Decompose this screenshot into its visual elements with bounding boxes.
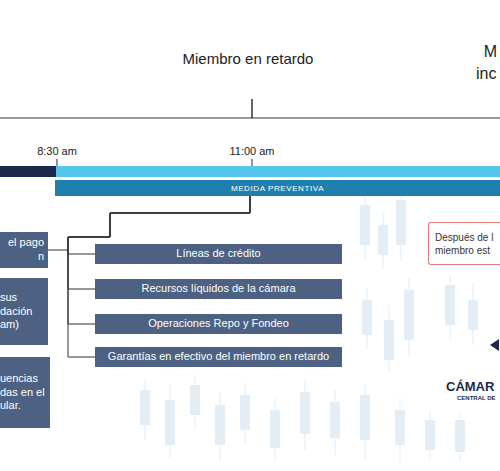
candle-body	[360, 205, 370, 245]
spacer	[0, 273, 48, 274]
time-label: 8:30 am	[37, 145, 77, 157]
candle-body	[404, 290, 414, 340]
candle-body	[240, 395, 250, 430]
timeline-bar-dark	[0, 166, 56, 177]
timeline-label: Miembro en retardo	[183, 50, 314, 67]
resource-box: Recursos líquidos de la cámara	[95, 279, 342, 299]
timeline-axis	[0, 118, 500, 119]
candle-body	[455, 420, 465, 452]
node-text: Después de l miembro est	[435, 231, 498, 257]
candle-body	[396, 200, 406, 245]
resource-box: Garantías en efectivo del miembro en ret…	[95, 347, 342, 367]
time-tick	[252, 159, 253, 166]
node-text: Líneas de crédito	[176, 247, 260, 261]
candle-body	[300, 392, 310, 434]
arrow-icon	[490, 339, 499, 351]
process-box: uencias das en el ular.	[0, 357, 50, 428]
logo-subtext: CENTRAL DE	[457, 395, 496, 401]
candle-body	[425, 420, 435, 450]
timeline-bar-light	[56, 166, 500, 177]
phase-band: MEDIDA PREVENTIVA	[55, 180, 500, 196]
candle-body	[378, 225, 388, 255]
connector	[68, 196, 250, 289]
candle-body	[468, 300, 478, 330]
candle-body	[362, 300, 372, 335]
node-text: Garantías en efectivo del miembro en ret…	[108, 350, 329, 364]
timeline-label: inc	[476, 65, 496, 83]
time-label: 11:00 am	[229, 145, 274, 157]
process-box: el pago n	[0, 232, 48, 268]
resource-box: Operaciones Repo y Fondeo	[95, 314, 342, 334]
candle-body	[140, 390, 150, 425]
timeline-label: M	[484, 43, 497, 61]
logo-text: CÁMAR	[446, 379, 494, 394]
node-text: sus dación am)	[0, 291, 44, 332]
node-text: uencias das en el ular.	[0, 372, 46, 413]
candle-body	[384, 320, 394, 360]
node-text: MEDIDA PREVENTIVA	[231, 184, 324, 193]
time-tick	[57, 159, 58, 166]
candle-body	[395, 410, 405, 445]
timeline-tick	[251, 99, 253, 118]
node-text: Operaciones Repo y Fondeo	[148, 317, 289, 331]
candle-body	[165, 400, 175, 445]
candle-body	[190, 385, 200, 415]
leader-line	[48, 250, 68, 251]
node-text: el pago n	[0, 236, 44, 264]
node-text: Recursos líquidos de la cámara	[141, 282, 295, 296]
candle-body	[270, 410, 280, 448]
candle-body	[445, 285, 455, 325]
candle-body	[330, 402, 340, 438]
process-box: sus dación am)	[0, 278, 48, 345]
candle-body	[215, 405, 225, 445]
resource-box: Líneas de crédito	[95, 244, 342, 264]
candle-body	[360, 395, 370, 440]
note-box: Después de l miembro est	[428, 222, 500, 265]
